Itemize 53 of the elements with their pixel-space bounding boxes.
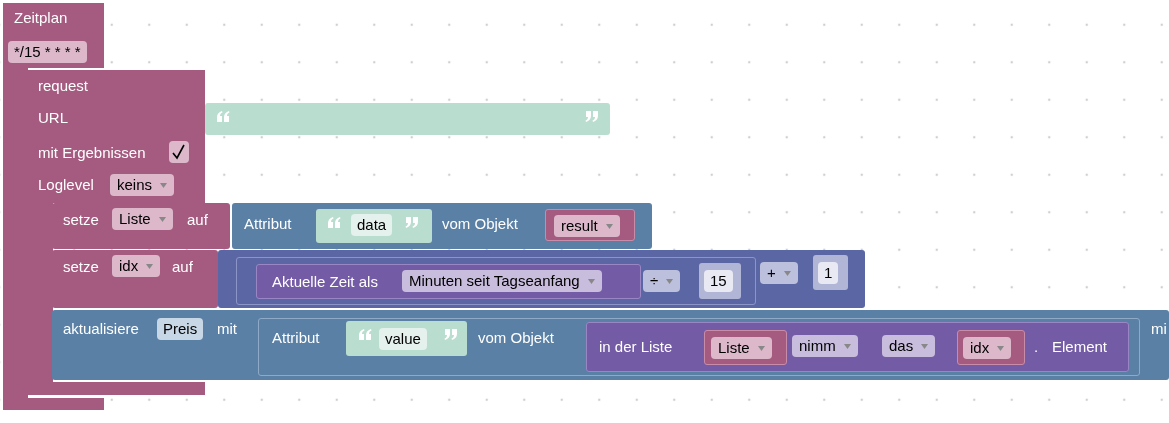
variable-block: [545, 209, 635, 241]
block-label: vom Objekt: [442, 214, 518, 234]
dropdown-field: Liste: [112, 208, 173, 230]
dropdown-field: idx: [112, 255, 161, 277]
dropdown-field: keins: [110, 174, 175, 196]
set-variable-block: [52, 250, 218, 308]
arithmetic-block: [236, 257, 756, 305]
text-field: data: [351, 214, 393, 236]
dropdown-field: das: [882, 335, 936, 357]
dropdown-field: Liste: [711, 337, 772, 359]
dropdown-field: +: [760, 262, 798, 284]
block-label: Loglevel: [38, 175, 94, 195]
block-label: in der Liste: [599, 337, 673, 357]
text-field: 1: [818, 262, 839, 284]
block-label: mit Ergebnissen: [38, 143, 146, 163]
text-field: value: [379, 328, 427, 350]
block-label: Aktuelle Zeit als: [272, 272, 378, 292]
block-label: auf: [172, 257, 193, 277]
block-label: setze: [63, 257, 99, 277]
number-block: [813, 255, 848, 290]
arithmetic-block: [218, 250, 865, 308]
update-block: [52, 310, 1169, 380]
dropdown-field: nimm: [792, 335, 858, 357]
block-label: Attribut: [244, 214, 292, 234]
text-field: 15: [704, 270, 733, 292]
block-label: .: [1034, 337, 1039, 357]
list-item-block: [586, 322, 1129, 372]
block-label: URL: [38, 108, 68, 128]
block-label: Element: [1052, 337, 1108, 357]
attribute-block: [258, 318, 1140, 376]
dropdown-field: Minuten seit Tagseanfang: [402, 270, 602, 292]
block-label: auf: [187, 210, 208, 230]
dropdown-field: ÷: [643, 270, 681, 292]
string-block: [205, 103, 610, 135]
string-block: [346, 321, 467, 356]
text-field: */15 * * * *: [8, 41, 87, 63]
block-label: aktualisiere: [63, 319, 139, 339]
block-label: Attribut: [272, 328, 320, 348]
number-block: [699, 263, 741, 299]
block-label: vom Objekt: [478, 328, 554, 348]
string-block: [316, 209, 432, 243]
dropdown-field: idx: [963, 337, 1012, 359]
text-field: Preis: [157, 318, 204, 340]
variable-block: [957, 330, 1025, 365]
time-block: [256, 264, 641, 299]
block-label: request: [38, 76, 89, 96]
block-label: setze: [63, 210, 99, 230]
variable-block: [704, 330, 787, 365]
block-label: mit: [217, 319, 237, 339]
block-label: mi: [1151, 319, 1167, 339]
block-label: Zeitplan: [14, 8, 68, 28]
dropdown-field: result: [554, 215, 620, 237]
attribute-block: [232, 203, 652, 249]
